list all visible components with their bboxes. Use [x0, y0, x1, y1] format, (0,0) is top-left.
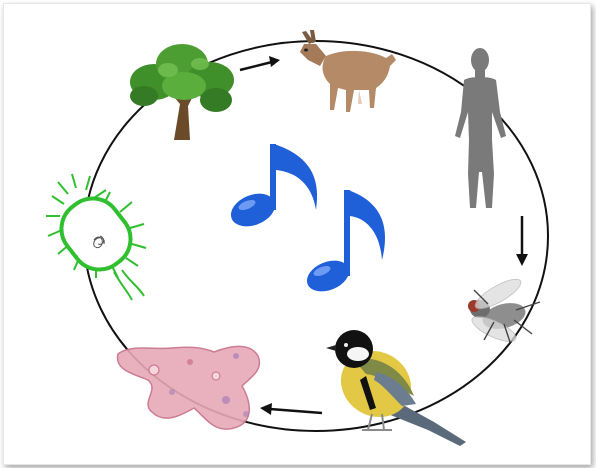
cycle-diagram	[4, 4, 590, 464]
amoeba-icon	[117, 347, 259, 430]
music-note-icon	[302, 190, 385, 297]
diagram-frame	[3, 3, 591, 465]
music-note-icon	[226, 144, 317, 233]
arrow-right-icon	[240, 56, 280, 70]
music-notes-icon	[226, 144, 385, 297]
bacterium-icon	[46, 174, 146, 300]
arrow-down-icon	[516, 216, 528, 266]
arrow-left-icon	[260, 403, 322, 415]
fly-icon	[468, 274, 540, 346]
human-silhouette-icon	[455, 48, 506, 208]
